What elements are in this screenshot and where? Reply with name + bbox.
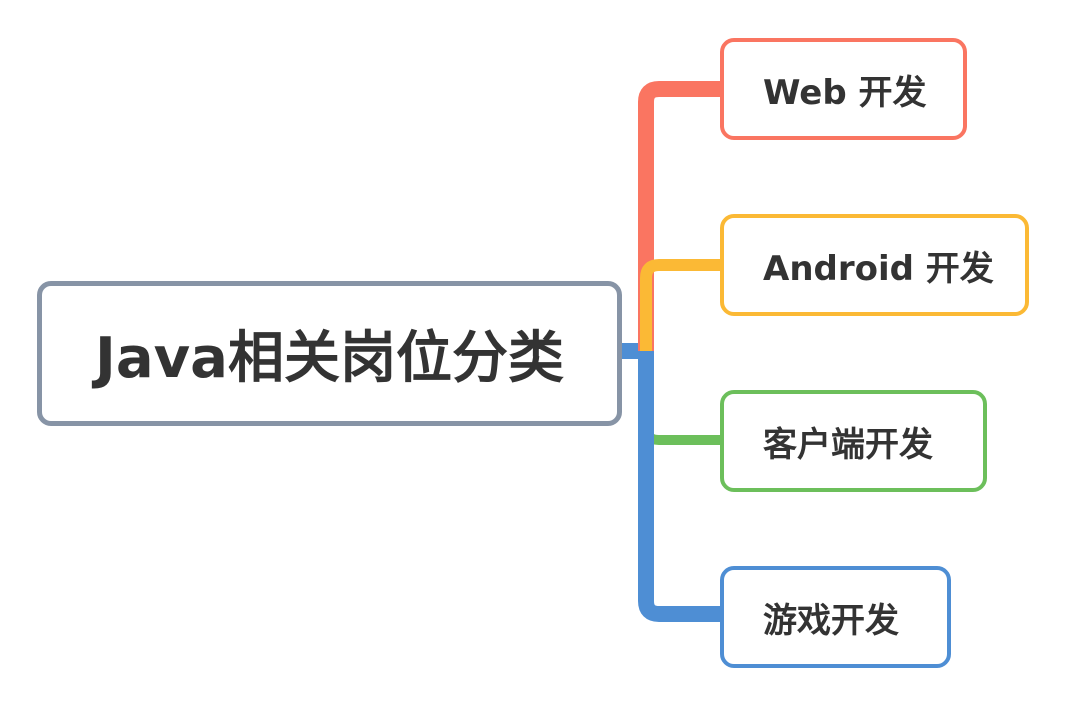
topic-label: 游戏开发 [763,600,899,641]
connector-game [638,351,722,622]
connector-web [638,81,722,351]
topic-label: 客户端开发 [763,424,933,465]
root-topic-label: Java相关岗位分类 [95,326,564,391]
connector-client [641,351,722,445]
topic-client-dev[interactable]: 客户端开发 [720,390,987,492]
topic-label: Android 开发 [763,248,994,289]
topic-web-dev[interactable]: Web 开发 [720,38,967,140]
topic-game-dev[interactable]: 游戏开发 [720,566,951,668]
connector-android [640,259,722,351]
root-topic[interactable]: Java相关岗位分类 [37,281,622,426]
topic-android-dev[interactable]: Android 开发 [720,214,1029,316]
topic-label: Web 开发 [763,72,927,113]
